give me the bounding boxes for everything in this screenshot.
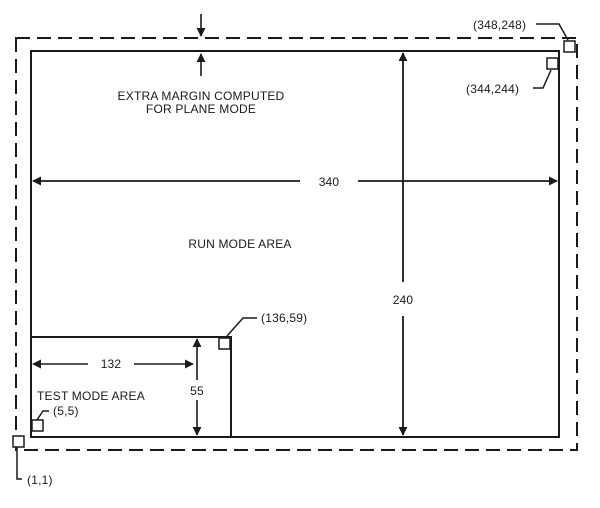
leader-test-top-right <box>226 317 257 337</box>
corner-marker-test-origin <box>31 419 44 432</box>
corner-marker-test-top-right <box>218 337 231 350</box>
run-mode-area-label: RUN MODE AREA <box>188 237 291 251</box>
coord-run-top-right: (344,244) <box>466 82 519 96</box>
coord-outer-origin: (1,1) <box>27 473 53 487</box>
coord-outer-top-right: (348,248) <box>473 18 526 32</box>
test-width-value: 132 <box>101 357 122 371</box>
test-height-value: 55 <box>190 384 204 398</box>
run-height-value: 240 <box>393 293 414 307</box>
coord-test-origin: (5,5) <box>53 404 79 418</box>
corner-marker-run-top-right <box>546 57 559 70</box>
leader-outer-top-right <box>536 23 569 41</box>
leader-run-top-right <box>533 69 552 89</box>
run-mode-area-box <box>30 50 560 438</box>
extra-margin-label-line2: FOR PLANE MODE <box>146 102 256 116</box>
corner-marker-outer-top-right <box>563 40 576 53</box>
run-width-value: 340 <box>319 175 340 189</box>
corner-marker-outer-origin <box>12 435 25 448</box>
plane-mode-boundary <box>15 37 578 451</box>
leader-outer-origin <box>16 447 22 480</box>
leader-test-origin <box>36 410 49 421</box>
coord-test-top-right: (136,59) <box>261 311 307 325</box>
test-mode-area-label: TEST MODE AREA <box>37 389 145 403</box>
test-mode-area-box <box>30 336 232 438</box>
extra-margin-label-line1: EXTRA MARGIN COMPUTED <box>118 89 285 103</box>
